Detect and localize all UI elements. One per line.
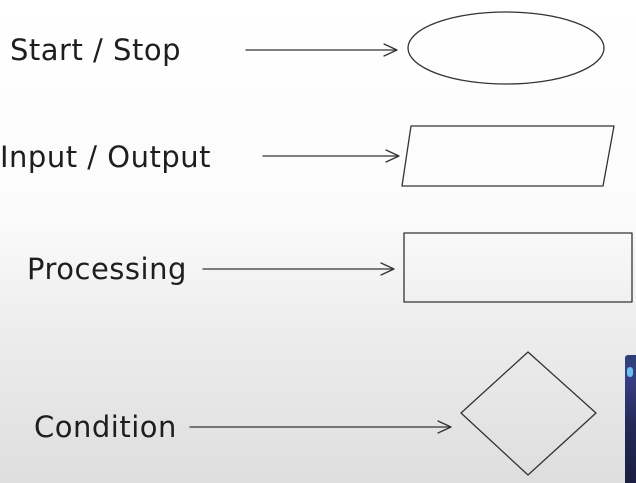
arrowhead-processing [380, 262, 395, 276]
label-condition: Condition [34, 410, 177, 444]
arrowhead-input-output [385, 149, 400, 163]
process-rectangle-shape [403, 232, 633, 303]
label-start-stop: Start / Stop [10, 33, 181, 67]
label-processing: Processing [27, 252, 187, 286]
thumbnail-glow-icon [627, 367, 633, 377]
video-thumbnail-edge [625, 355, 636, 483]
arrowhead-start-stop [383, 43, 398, 57]
terminator-shape [407, 11, 605, 85]
decision-diamond-shape [460, 351, 597, 476]
arrowhead-condition [437, 420, 452, 434]
label-input-output: Input / Output [0, 140, 212, 174]
data-parallelogram-shape [401, 125, 615, 187]
